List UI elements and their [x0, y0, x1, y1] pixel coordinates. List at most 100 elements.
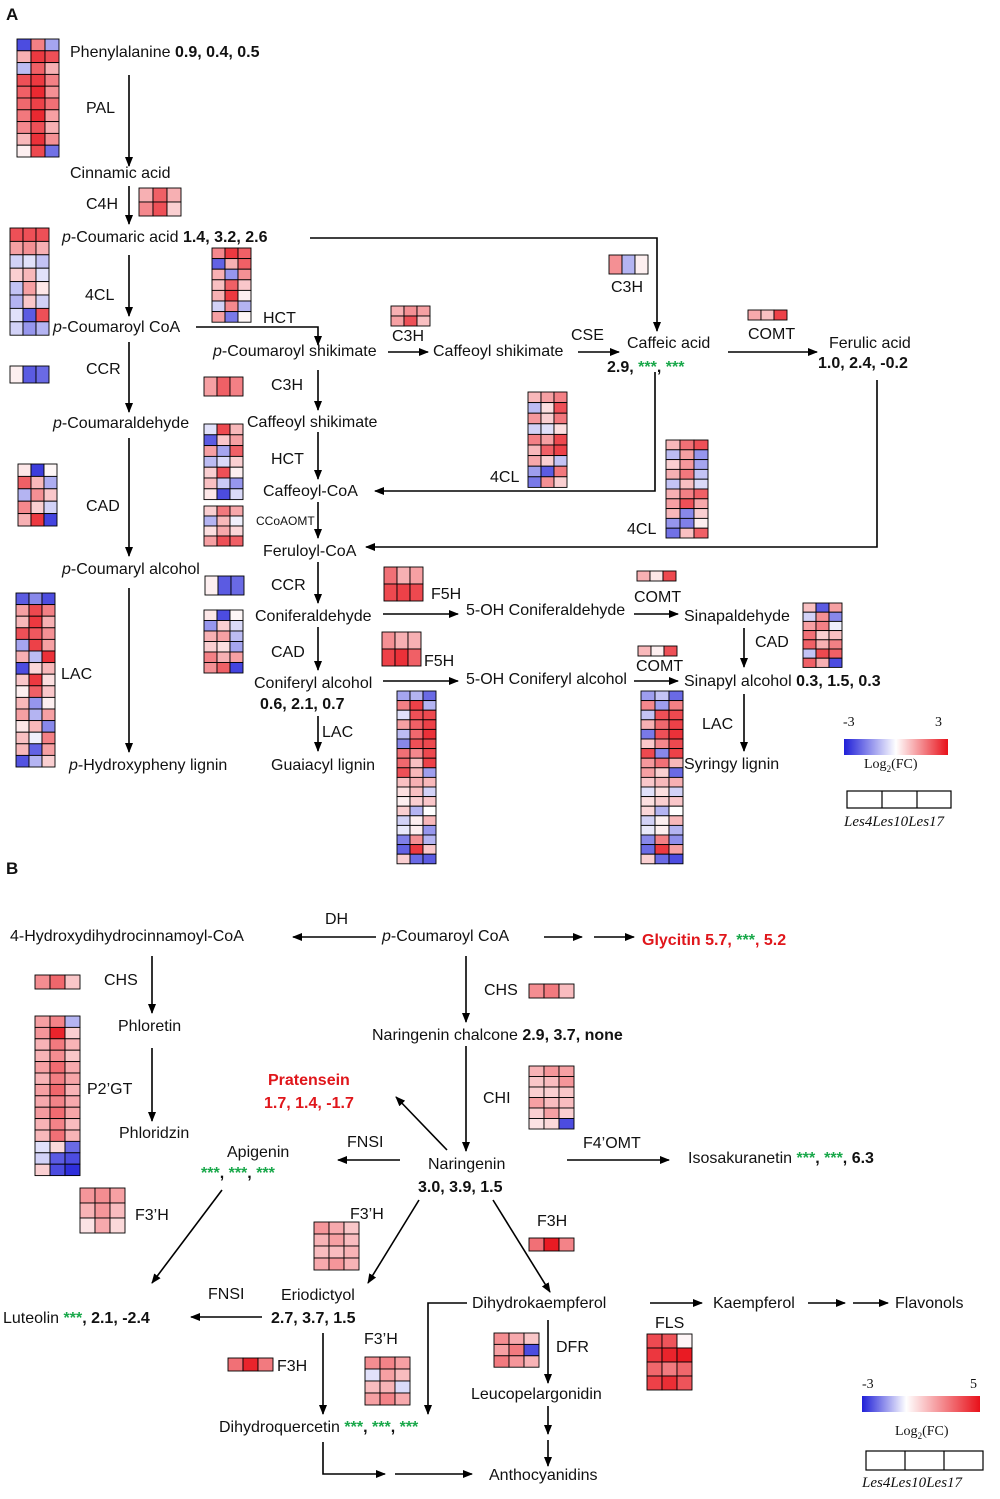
heatmap-cell	[396, 853, 411, 865]
heatmap-cell	[64, 1095, 81, 1108]
metabolite-p-coumaryl-alcohol: p-Coumaryl alcohol	[62, 562, 200, 578]
heatmap-cell	[44, 50, 60, 64]
heatmap-cell	[665, 439, 681, 451]
metabolite-coniferyl-alcohol: Coniferyl alcohol	[254, 675, 373, 692]
heatmap-cell	[409, 824, 424, 836]
heatmap-cell	[41, 731, 56, 745]
heatmap-cell	[422, 728, 437, 740]
heatmap-cell	[668, 815, 684, 826]
enzyme-pal: PAL	[86, 100, 116, 117]
heatmap-cell	[422, 719, 437, 730]
heatmap-cell	[527, 444, 542, 457]
heatmap-cell	[747, 309, 762, 321]
heatmap-cell	[815, 620, 830, 632]
heatmap-cell	[815, 639, 830, 650]
heatmap-cell	[646, 1361, 663, 1377]
metabolite-feruloyl-coa: Feruloyl-CoA	[263, 543, 357, 560]
heatmap-cell	[109, 1217, 126, 1234]
glycitin-text: Glycitin 5.7,	[642, 932, 737, 949]
heatmap-cell	[237, 289, 252, 302]
metabolite-p-coumaroyl-coa: p-Coumaroyl CoA	[53, 320, 180, 336]
sample-les4: Les4	[862, 1475, 891, 1491]
arrow-f3h	[492, 1199, 551, 1293]
heatmap-cell	[43, 488, 58, 502]
legend-b-samples: Les4Les10Les17	[862, 1476, 962, 1491]
fc-text: (FC)	[891, 757, 918, 772]
heatmap-cell	[527, 402, 542, 414]
heatmap-cell	[422, 786, 437, 798]
heatmap-cell	[15, 720, 30, 733]
heatmap-cell	[43, 513, 58, 527]
heatmap-cell	[44, 132, 60, 146]
heatmap-cell	[668, 853, 684, 865]
heatmap-cell	[528, 1065, 545, 1077]
heatmap-cell	[35, 254, 50, 269]
heatmap-cell	[693, 488, 709, 500]
heatmap-cell	[229, 488, 244, 501]
heatmap-cell	[35, 240, 50, 256]
coumaroyl-coa-b-name: -Coumaroyl CoA	[390, 928, 510, 945]
heatmap-cell	[663, 645, 678, 657]
heatmap-cell	[640, 728, 656, 740]
heatmap-cell	[203, 609, 218, 621]
heatmap-cell	[34, 1152, 51, 1165]
heatmap-cell	[403, 305, 418, 317]
heatmap-cell	[30, 144, 46, 158]
heatmap-cell	[229, 620, 244, 632]
heatmap-cell	[394, 1380, 411, 1394]
heatmap-lac-right	[640, 690, 684, 865]
heatmap-cell	[49, 1140, 66, 1154]
heatmap-cell	[528, 1076, 545, 1088]
heatmap-cell	[49, 1106, 66, 1120]
heatmap-cell	[203, 423, 218, 436]
log-base: 2	[917, 1430, 923, 1441]
heatmap-cell	[22, 294, 37, 309]
heatmap-cell	[668, 728, 684, 740]
heatmap-cell	[343, 1233, 360, 1247]
arrow-hct	[196, 326, 322, 346]
heatmap-cell	[203, 477, 218, 490]
panel-label-b: B	[6, 859, 19, 878]
heatmap-cell	[665, 449, 681, 461]
heatmap-cell	[16, 109, 32, 123]
heatmap-cell	[815, 602, 830, 613]
heatmap-cell	[34, 1083, 51, 1097]
heatmap-chs-mid	[528, 983, 575, 999]
heatmap-cell	[41, 592, 56, 606]
heatmap-cell	[15, 592, 30, 606]
heatmap-cell	[640, 786, 656, 798]
heatmap-cell	[229, 477, 244, 490]
heatmap-cell	[390, 315, 405, 327]
metabolite-caffeoyl-shikimate-2: Caffeoyl shikimate	[247, 414, 378, 431]
heatmap-cell	[34, 1163, 51, 1177]
heatmap-cell	[649, 570, 664, 582]
coumaric-name: -Coumaric acid	[70, 229, 179, 246]
heatmap-cell	[229, 535, 244, 547]
heatmap-cell	[216, 515, 231, 527]
heatmap-cell	[216, 651, 231, 663]
heatmap-cell	[28, 615, 43, 629]
heatmap-cell	[679, 517, 695, 529]
heatmap-cell	[802, 602, 817, 613]
enzyme-4cl-right: 4CL	[627, 521, 657, 538]
heatmap-cell	[828, 657, 843, 668]
heatmap-f3h-prime-left	[79, 1187, 126, 1234]
heatmap-cell	[396, 757, 411, 769]
heatmap-cell	[166, 201, 182, 217]
sep: ,	[219, 1165, 225, 1182]
heatmap-cell	[28, 604, 43, 617]
heatmap-cell	[49, 1152, 66, 1165]
heatmap-cell	[693, 478, 709, 490]
heatmap-cell	[543, 1118, 560, 1130]
metabolite-apigenin: Apigenin	[227, 1144, 290, 1161]
enzyme-c3h-2: C3H	[271, 377, 304, 394]
heatmap-cell	[679, 488, 695, 500]
arrow-f3hp-1	[151, 1189, 223, 1284]
heatmap-cell	[815, 657, 830, 668]
heatmap-cell	[668, 690, 684, 702]
heatmap-ccr-2	[204, 575, 245, 596]
heatmap-cell	[383, 566, 398, 585]
heatmap-cell	[224, 300, 239, 313]
heatmap-cell	[409, 834, 424, 846]
heatmap-cell	[802, 611, 817, 622]
